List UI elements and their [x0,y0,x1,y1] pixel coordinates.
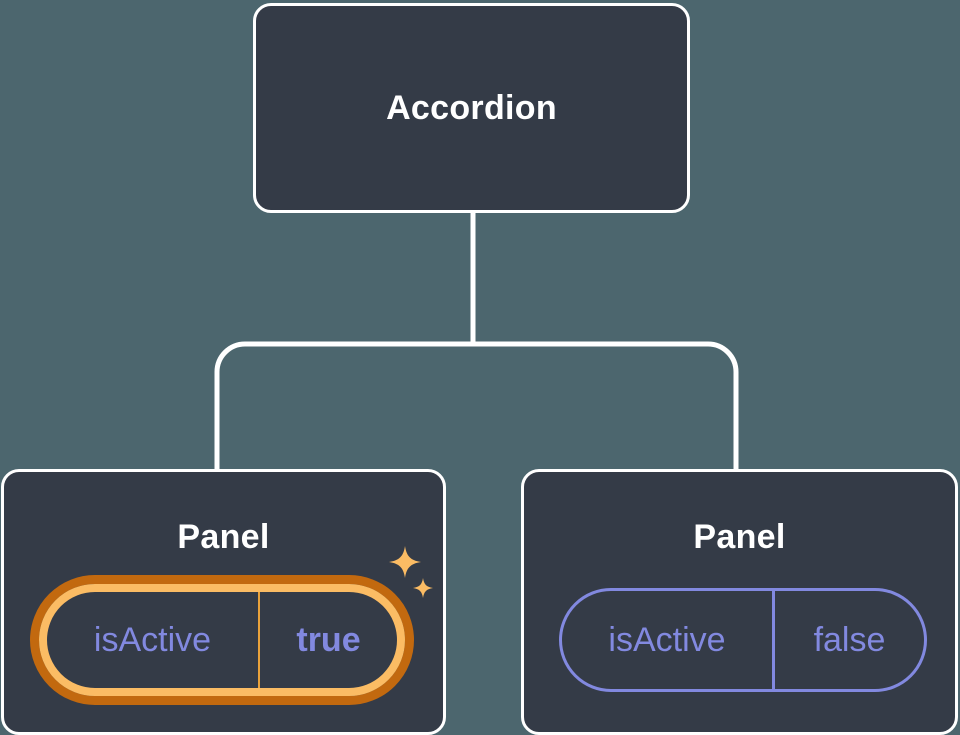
sparkle-large-icon [389,546,421,578]
panel-node-active: Panel isActive true [1,469,446,735]
prop-name: isActive [93,620,212,659]
sparkle-small-icon [413,578,433,598]
prop-value: true [296,620,361,659]
prop-name: isActive [608,620,726,659]
connector-branch-bracket [214,341,739,469]
panel-node-label: Panel [177,518,270,556]
isactive-prop-pill-highlighted: isActive true [30,575,414,705]
panel-node-inactive: Panel isActive false [521,469,958,735]
sparkles-icon [389,546,433,598]
prop-value: false [813,620,886,659]
accordion-node-label: Accordion [386,88,557,127]
prop-pill-inner-ring: isActive true [39,584,405,696]
prop-pill-divider [772,591,775,689]
prop-pill-divider [258,592,260,688]
accordion-node: Accordion [253,3,690,213]
isactive-prop-pill: isActive false [559,588,927,692]
panel-node-label: Panel [693,518,786,556]
